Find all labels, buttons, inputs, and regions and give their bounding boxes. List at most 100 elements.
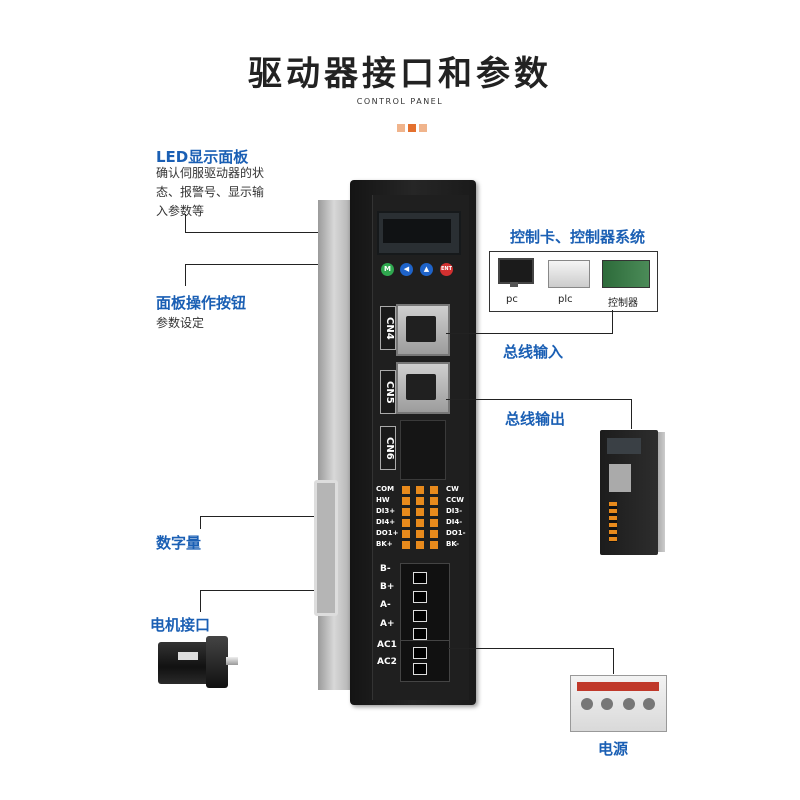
led-panel-desc-line: 确认伺服驱动器的状 xyxy=(156,166,265,180)
connector-line xyxy=(612,310,613,334)
terminal-lever xyxy=(402,486,410,494)
io-terminal-row[interactable] xyxy=(402,540,442,550)
panel-buttons-title: 面板操作按钮 xyxy=(156,294,247,312)
connector-line xyxy=(185,214,186,232)
dot xyxy=(419,124,427,132)
motor-shaft xyxy=(226,657,238,665)
terminal-lever xyxy=(430,519,438,527)
controller-label: 控制器 xyxy=(608,298,638,309)
motor-flange xyxy=(206,636,228,688)
second-driver-image xyxy=(600,430,658,555)
pc-monitor-icon xyxy=(498,258,534,284)
io-terminal-row[interactable] xyxy=(402,496,442,506)
connector-line xyxy=(631,399,632,429)
terminal-lever xyxy=(416,508,424,516)
psu-knob xyxy=(623,698,635,710)
led-panel-desc: 确认伺服驱动器的状 态、报警号、显示输 入参数等 xyxy=(156,164,264,221)
terminal-lever xyxy=(430,541,438,549)
motor-pin-label: B+ xyxy=(380,582,395,592)
connector-line xyxy=(200,516,400,517)
connector-line xyxy=(185,264,380,265)
second-driver-display xyxy=(607,438,641,454)
power-terminal-block[interactable] xyxy=(400,640,450,682)
io-pin-label: DI3+ xyxy=(376,507,396,515)
dot xyxy=(397,124,405,132)
port-socket xyxy=(406,374,436,400)
connector-line xyxy=(185,264,186,286)
motor-pin-label: A+ xyxy=(380,619,395,629)
psu-knob xyxy=(601,698,613,710)
io-pin-label: HW xyxy=(376,496,390,504)
pc-stand-icon xyxy=(510,282,518,287)
terminal-lever xyxy=(402,508,410,516)
terminal-lever xyxy=(402,541,410,549)
control-system-label: 控制卡、控制器系统 xyxy=(510,228,646,246)
motor-interface-label: 电机接口 xyxy=(150,616,211,634)
io-pin-label: DO1- xyxy=(446,529,466,537)
up-arrow-button[interactable]: ▲ xyxy=(420,263,433,276)
terminal-lever xyxy=(416,519,424,527)
terminal-screw xyxy=(413,663,427,675)
connector-line xyxy=(185,232,380,233)
driver-mount-bracket xyxy=(314,480,338,616)
io-terminal-row[interactable] xyxy=(402,518,442,528)
cn4-label: CN4 xyxy=(380,306,396,350)
plc-icon xyxy=(548,260,590,288)
connector-line xyxy=(446,399,631,400)
led-display-screen xyxy=(383,219,451,243)
bus-in-label: 总线输入 xyxy=(503,343,564,361)
cn6-label: CN6 xyxy=(380,426,396,470)
terminal-lever xyxy=(402,497,410,505)
left-arrow-button[interactable]: ◀ xyxy=(400,263,413,276)
io-terminal-row[interactable] xyxy=(402,485,442,495)
connector-line xyxy=(200,590,201,612)
terminal-lever xyxy=(430,530,438,538)
terminal-lever xyxy=(416,497,424,505)
io-pin-label: DO1+ xyxy=(376,529,399,537)
port-socket xyxy=(406,316,436,342)
io-pin-label: DI4- xyxy=(446,518,463,526)
motor-nameplate xyxy=(178,652,198,660)
io-pin-label: BK- xyxy=(446,540,460,548)
psu-knob xyxy=(581,698,593,710)
led-panel-desc-line: 态、报警号、显示输 xyxy=(156,185,265,199)
decorative-dots xyxy=(397,117,430,136)
io-terminal-row[interactable] xyxy=(402,529,442,539)
connector-line xyxy=(200,590,400,591)
connector-line xyxy=(200,516,201,529)
cn5-rj45-port[interactable] xyxy=(396,362,450,414)
page-subtitle: CONTROL PANEL xyxy=(356,97,444,106)
page-title: 驱动器接口和参数 xyxy=(248,54,552,94)
power-label: 电源 xyxy=(598,740,629,758)
bus-out-label: 总线输出 xyxy=(505,410,566,428)
io-pin-label: BK+ xyxy=(376,540,393,548)
terminal-lever xyxy=(416,486,424,494)
io-pin-label: CCW xyxy=(446,496,464,504)
cn4-rj45-port[interactable] xyxy=(396,304,450,356)
power-pin-label: AC1 xyxy=(377,640,397,650)
io-pin-label: DI3- xyxy=(446,507,463,515)
m-button[interactable]: M xyxy=(381,263,394,276)
panel-buttons-desc: 参数设定 xyxy=(156,316,205,330)
second-driver-terminals xyxy=(609,502,617,542)
motor-terminal-block[interactable] xyxy=(400,563,450,645)
terminal-screw xyxy=(413,610,427,622)
io-pin-label: DI4+ xyxy=(376,518,396,526)
dot xyxy=(408,124,416,132)
terminal-lever xyxy=(402,530,410,538)
power-pin-label: AC2 xyxy=(377,657,397,667)
led-panel-title: LED显示面板 xyxy=(156,148,249,166)
psu-display-strip xyxy=(577,682,659,691)
cn6-connector[interactable] xyxy=(400,420,446,480)
connector-line xyxy=(446,333,613,334)
io-pin-label: COM xyxy=(376,485,395,493)
ent-button[interactable]: ENT xyxy=(440,263,453,276)
cn5-label: CN5 xyxy=(380,370,396,414)
connector-line xyxy=(448,648,613,649)
plc-label: plc xyxy=(558,294,573,305)
io-terminal-row[interactable] xyxy=(402,507,442,517)
motor-pin-label: B- xyxy=(380,564,391,574)
terminal-lever xyxy=(416,530,424,538)
terminal-lever xyxy=(416,541,424,549)
terminal-screw xyxy=(413,572,427,584)
